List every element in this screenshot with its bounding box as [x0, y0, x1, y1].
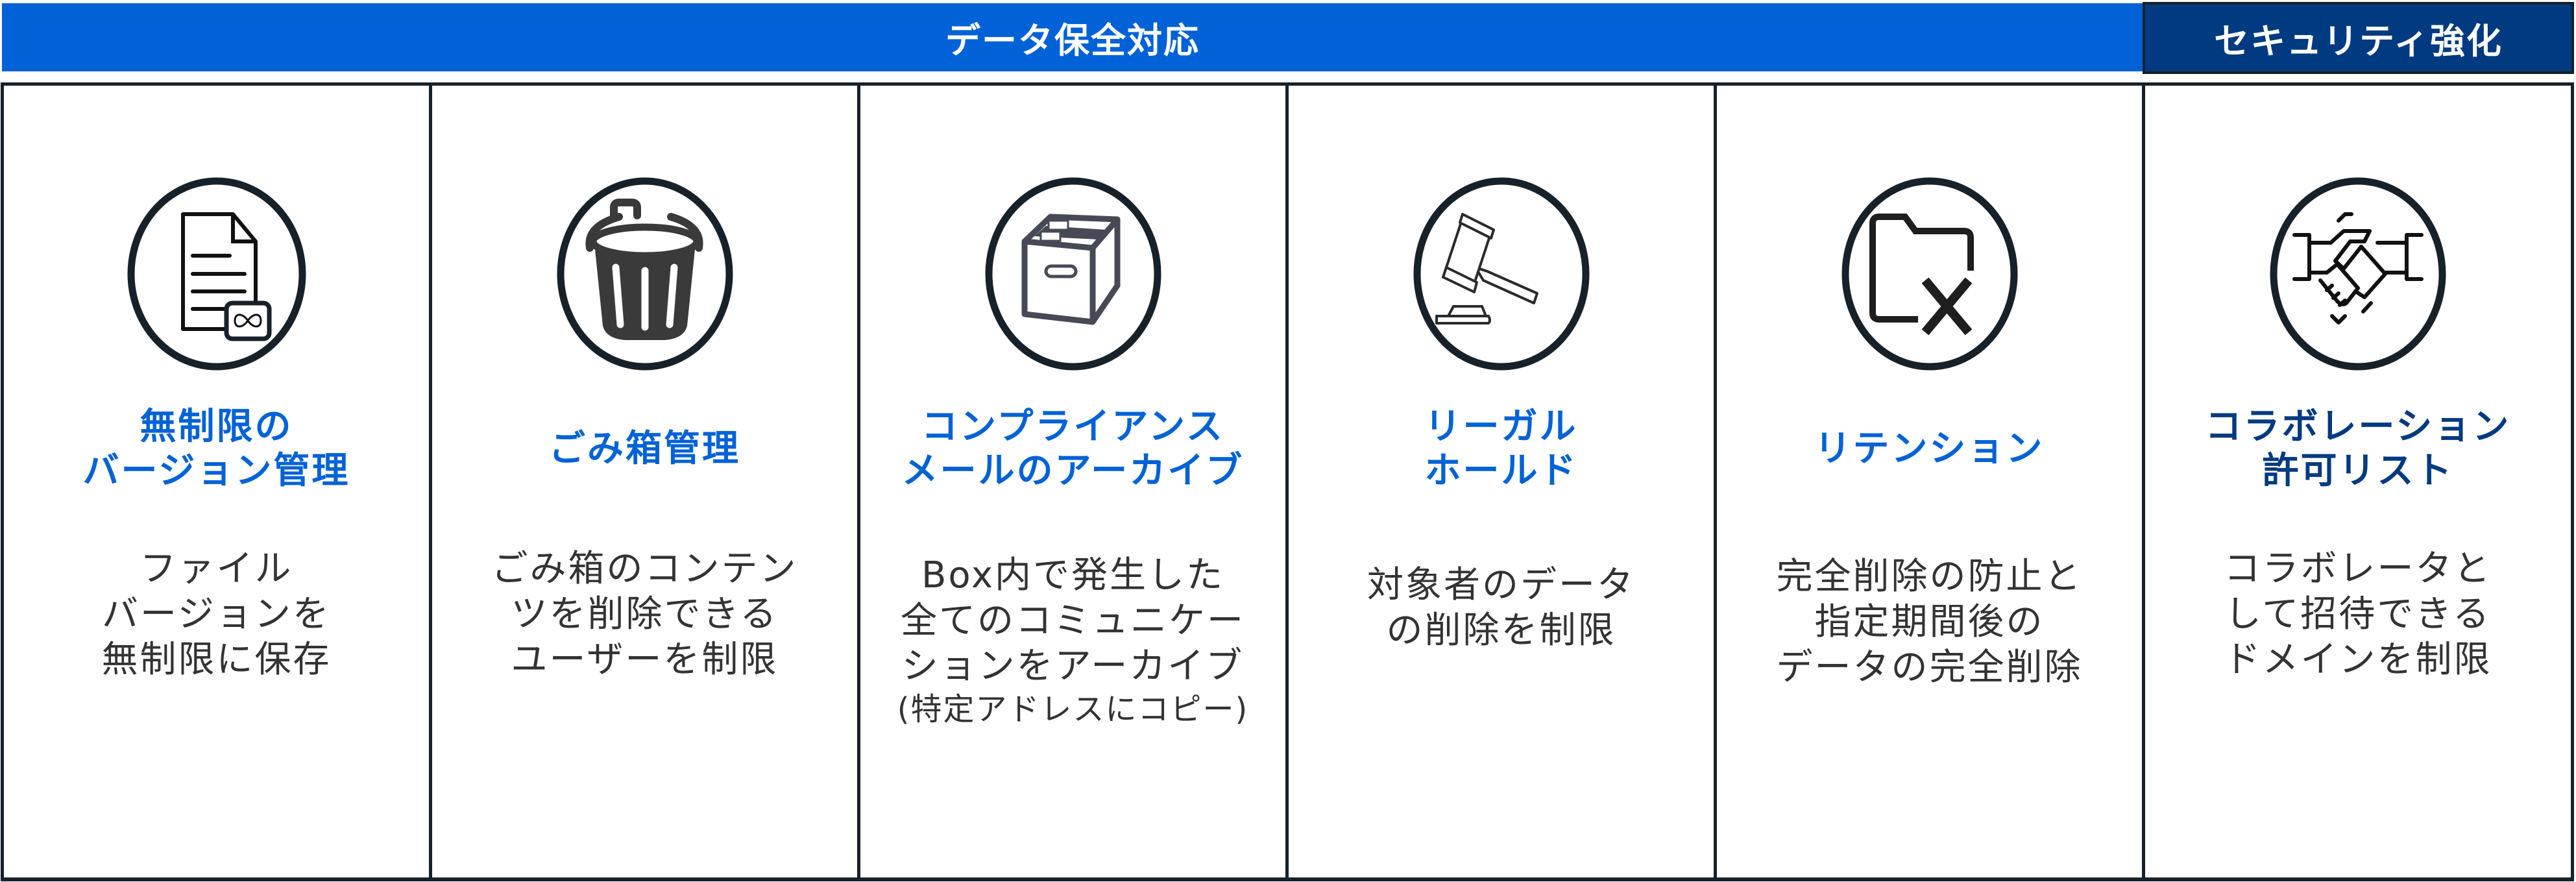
feature-description: 対象者のデータ の削除を制限	[1289, 563, 1714, 654]
feature-description: ファイル バージョンを 無制限に保存	[4, 546, 429, 683]
feature-title: 無制限の バージョン管理	[4, 397, 429, 501]
feature-description-line: して招待できる	[2224, 593, 2492, 635]
feature-title: コラボレーション 許可リスト	[2145, 397, 2571, 501]
feature-card-legal-hold: リーガル ホールド 対象者のデータ の削除を制限	[1285, 86, 1714, 877]
feature-description-line: の削除を制限	[1386, 609, 1616, 652]
gavel-icon	[1411, 177, 1592, 371]
archive-box-icon	[982, 177, 1164, 371]
feature-description-line: コラボレータと	[2224, 548, 2492, 590]
feature-description-line: ごみ箱のコンテン	[491, 548, 798, 590]
feature-description: Box内で発生した 全てのコミュニケー ションをアーカイブ (特定アドレスにコピ…	[860, 553, 1285, 729]
feature-title-line: 無制限の	[140, 406, 293, 448]
feature-title-line: リテンション	[1814, 428, 2045, 470]
feature-description-line: ションをアーカイブ	[901, 645, 1245, 687]
trash-can-icon	[554, 177, 736, 371]
feature-title-line: リーガル	[1424, 406, 1578, 448]
feature-description-line: バージョンを	[102, 593, 331, 635]
feature-description-line: 指定期間後の	[1814, 601, 2045, 643]
feature-title-line: 許可リスト	[2262, 450, 2454, 492]
feature-description-line: データの完全削除	[1776, 646, 2083, 689]
feature-card-trash-management: ごみ箱管理 ごみ箱のコンテン ツを削除できる ユーザーを制限	[429, 86, 857, 877]
feature-title-line: ホールド	[1424, 450, 1578, 492]
header-data-retention: データ保全対応	[2, 3, 2143, 71]
folder-delete-icon	[1839, 177, 2021, 371]
feature-title: リテンション	[1717, 397, 2142, 501]
feature-title: コンプライアンス メールのアーカイブ	[860, 397, 1285, 501]
feature-title-line: バージョン管理	[82, 450, 350, 492]
feature-card-version-management: 無制限の バージョン管理 ファイル バージョンを 無制限に保存	[1, 86, 429, 877]
feature-description-line: 無制限に保存	[101, 639, 332, 681]
feature-description-line: 対象者のデータ	[1367, 564, 1635, 606]
feature-title: リーガル ホールド	[1289, 397, 1714, 501]
feature-description: コラボレータと して招待できる ドメインを制限	[2145, 546, 2571, 683]
feature-description-line: ファイル	[140, 548, 293, 590]
handshake-icon	[2267, 177, 2449, 371]
feature-title-line: コンプライアンス	[921, 406, 1224, 448]
feature-description-line: Box内で発生した	[921, 554, 1225, 596]
feature-description-line: 全てのコミュニケー	[901, 600, 1245, 642]
feature-title-line: メールのアーカイブ	[901, 450, 1245, 492]
feature-description-line: ユーザーを制限	[511, 639, 779, 681]
feature-card-compliance-archive: コンプライアンス メールのアーカイブ Box内で発生した 全てのコミュニケー シ…	[857, 86, 1285, 877]
feature-title: ごみ箱管理	[432, 397, 857, 501]
feature-title-line: ごみ箱管理	[549, 428, 740, 470]
header-data-retention-label: データ保全対応	[945, 20, 1200, 61]
feature-description-line: ドメインを制限	[2224, 639, 2492, 681]
feature-description-line: 完全削除の防止と	[1776, 556, 2083, 598]
header-security: セキュリティ強化	[2143, 2, 2574, 74]
feature-grid: 無制限の バージョン管理 ファイル バージョンを 無制限に保存 ごみ箱管理	[1, 82, 2574, 881]
feature-description-note: (特定アドレスにコピー)	[897, 691, 1249, 728]
document-infinity-icon	[126, 177, 308, 371]
feature-card-retention: リテンション 完全削除の防止と 指定期間後の データの完全削除	[1714, 86, 2142, 877]
feature-card-collaboration-allowlist: コラボレーション 許可リスト コラボレータと して招待できる ドメインを制限	[2142, 86, 2574, 877]
header-security-label: セキュリティ強化	[2214, 21, 2503, 62]
feature-description: ごみ箱のコンテン ツを削除できる ユーザーを制限	[432, 546, 857, 683]
feature-description-line: ツを削除できる	[511, 593, 779, 635]
feature-title-line: コラボレーション	[2205, 406, 2511, 448]
feature-description: 完全削除の防止と 指定期間後の データの完全削除	[1717, 554, 2142, 691]
